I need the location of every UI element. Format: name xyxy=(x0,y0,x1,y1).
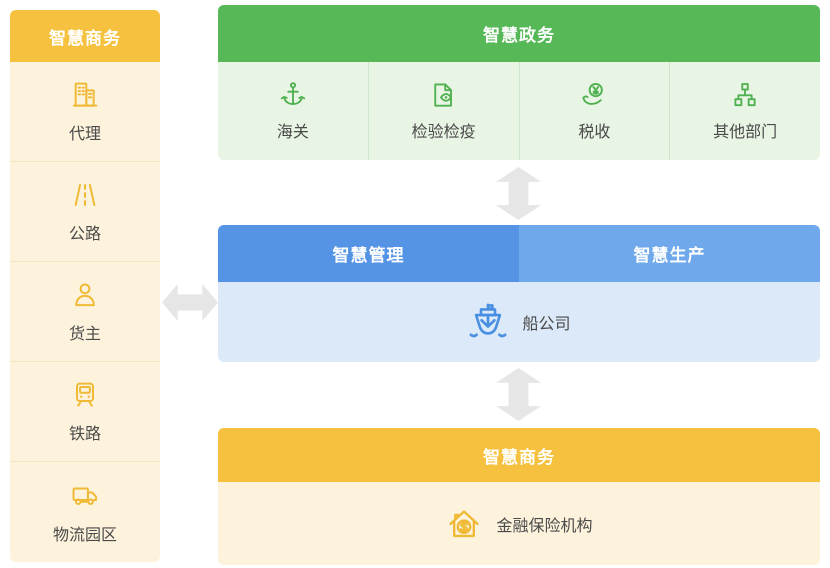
sidebar-item-road: 公路 xyxy=(10,162,160,262)
gov-cell-inspection: 检验检疫 xyxy=(369,62,520,160)
sidebar-item-cargo-owner: 货主 xyxy=(10,262,160,362)
sidebar-item-label: 铁路 xyxy=(68,426,101,443)
management-title: 智慧管理 xyxy=(218,225,519,282)
house-dollar-icon xyxy=(445,505,483,543)
panel-management-production: 智慧管理 智慧生产 船公司 xyxy=(218,225,820,362)
horizontal-double-arrow-icon xyxy=(162,284,218,321)
person-icon xyxy=(69,279,101,311)
document-eye-icon xyxy=(429,80,459,110)
sidebar-title: 智慧商务 xyxy=(10,10,160,62)
sidebar-body: 代理 公路 货主 铁路 物流园区 xyxy=(10,62,160,562)
sidebar-item-label: 公路 xyxy=(68,226,101,243)
train-icon xyxy=(69,379,101,411)
gov-cell-customs: 海关 xyxy=(218,62,369,160)
business-title: 智慧商务 xyxy=(218,428,820,482)
coin-hand-icon xyxy=(579,80,609,110)
middle-headers: 智慧管理 智慧生产 xyxy=(218,225,820,282)
gov-cell-other-departments: 其他部门 xyxy=(670,62,820,160)
gov-cell-label: 海关 xyxy=(276,124,309,141)
ship-icon xyxy=(467,301,509,343)
vertical-double-arrow-top-icon xyxy=(496,167,541,220)
panel-smart-business: 智慧商务 金融保险机构 xyxy=(218,428,820,565)
anchor-icon xyxy=(278,80,308,110)
shipping-company-label: 船公司 xyxy=(522,316,571,333)
finance-insurance-label: 金融保险机构 xyxy=(496,517,593,535)
road-icon xyxy=(69,179,101,211)
sidebar-item-railway: 铁路 xyxy=(10,362,160,462)
truck-icon xyxy=(69,480,101,512)
sitemap-icon xyxy=(730,80,760,110)
building-icon xyxy=(69,79,101,111)
sidebar-smart-business: 智慧商务 代理 公路 货主 铁路 物流园区 xyxy=(10,10,160,562)
shipping-company-row: 船公司 xyxy=(218,282,820,362)
panel-smart-government: 智慧政务 海关 检验检疫 税收 其他部门 xyxy=(218,5,820,160)
gov-cell-label: 检验检疫 xyxy=(411,124,476,141)
gov-cell-tax: 税收 xyxy=(520,62,671,160)
sidebar-item-logistics-park: 物流园区 xyxy=(10,462,160,562)
government-title: 智慧政务 xyxy=(218,5,820,62)
gov-cell-label: 其他部门 xyxy=(713,124,778,141)
government-body: 海关 检验检疫 税收 其他部门 xyxy=(218,62,820,160)
gov-cell-label: 税收 xyxy=(578,124,611,141)
sidebar-item-label: 代理 xyxy=(68,126,101,143)
sidebar-item-label: 货主 xyxy=(68,326,101,343)
sidebar-item-agency: 代理 xyxy=(10,62,160,162)
sidebar-item-label: 物流园区 xyxy=(52,526,117,544)
vertical-double-arrow-bottom-icon xyxy=(496,368,541,421)
production-title: 智慧生产 xyxy=(519,225,820,282)
finance-insurance-row: 金融保险机构 xyxy=(218,482,820,565)
